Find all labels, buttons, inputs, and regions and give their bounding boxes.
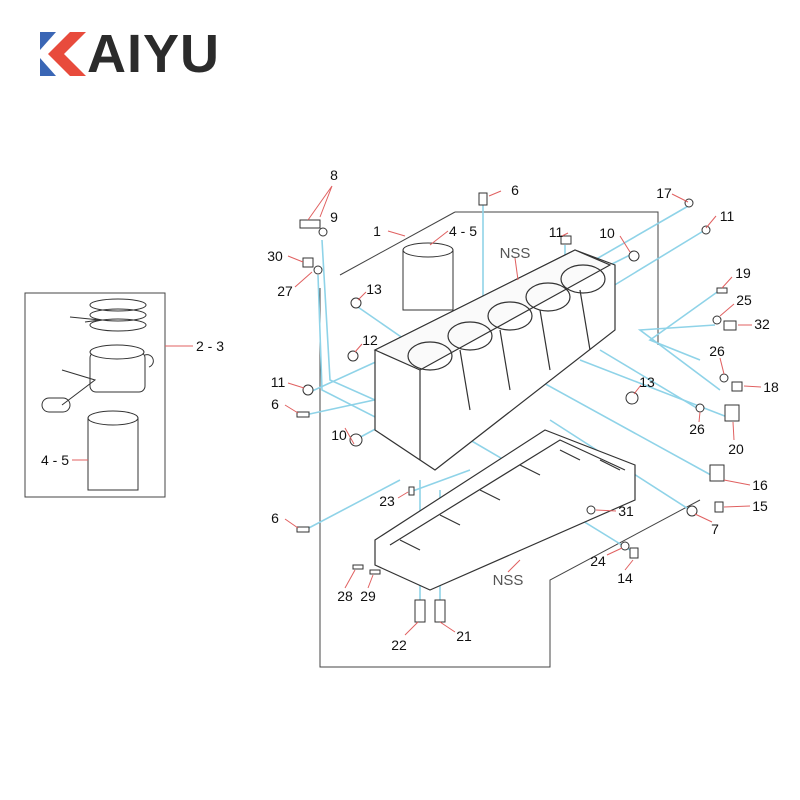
crankcase-ladder-frame <box>374 429 636 591</box>
part-number-label: 11 <box>549 224 564 240</box>
part-number-label: 6 <box>271 396 279 412</box>
nss-note: NSS <box>500 245 531 262</box>
part-number-label: 32 <box>754 316 770 332</box>
part-number-label: 29 <box>360 588 376 604</box>
part-number-label: 12 <box>362 332 378 348</box>
part-number-label: 10 <box>599 225 615 241</box>
part-number-label: 14 <box>617 570 633 586</box>
part-number-label: 26 <box>709 343 725 359</box>
label-leader-lines <box>284 185 762 636</box>
piston-inset-frame <box>24 292 166 498</box>
part-number-label: 17 <box>656 185 672 201</box>
part-number-label: 2 - 3 <box>196 338 224 354</box>
part-number-label: 6 <box>511 182 519 198</box>
part-number-label: 28 <box>337 588 353 604</box>
part-number-label: 6 <box>271 510 279 526</box>
part-number-label: 13 <box>639 374 655 390</box>
block-group-outline <box>319 288 701 668</box>
cylinder-liner <box>402 242 454 311</box>
part-number-label: 4 - 5 <box>41 452 69 468</box>
part-number-label: 1 <box>373 223 381 239</box>
small-parts <box>296 192 743 623</box>
part-number-label: 15 <box>752 498 768 514</box>
logo-k-mark <box>40 32 86 76</box>
logo-brand-text: AIYU <box>87 24 221 84</box>
part-number-label: 27 <box>277 283 293 299</box>
part-number-label: 31 <box>618 503 634 519</box>
part-number-label: 8 <box>330 167 338 183</box>
part-number-label: 9 <box>330 209 338 225</box>
part-number-label: 13 <box>366 281 382 297</box>
piston-assembly <box>41 298 154 491</box>
part-number-label: 10 <box>331 427 347 443</box>
part-number-label: 7 <box>711 521 719 537</box>
part-number-label: 25 <box>736 292 752 308</box>
part-number-label: 19 <box>735 265 751 281</box>
block-group-outline-top <box>455 211 659 345</box>
part-number-label: 11 <box>271 374 286 390</box>
part-number-label: 26 <box>689 421 705 437</box>
part-number-label: 4 - 5 <box>449 223 477 239</box>
part-number-label: 11 <box>720 208 735 224</box>
nss-note: NSS <box>493 572 524 589</box>
part-number-label: 20 <box>728 441 744 457</box>
cylinder-block <box>373 249 616 471</box>
part-number-label: 30 <box>267 248 283 264</box>
part-number-label: 23 <box>379 493 395 509</box>
part-number-label: 18 <box>763 379 779 395</box>
part-number-label: 24 <box>590 553 606 569</box>
part-number-label: 16 <box>752 477 768 493</box>
part-number-label: 22 <box>391 637 407 653</box>
part-number-label: 21 <box>456 628 472 644</box>
